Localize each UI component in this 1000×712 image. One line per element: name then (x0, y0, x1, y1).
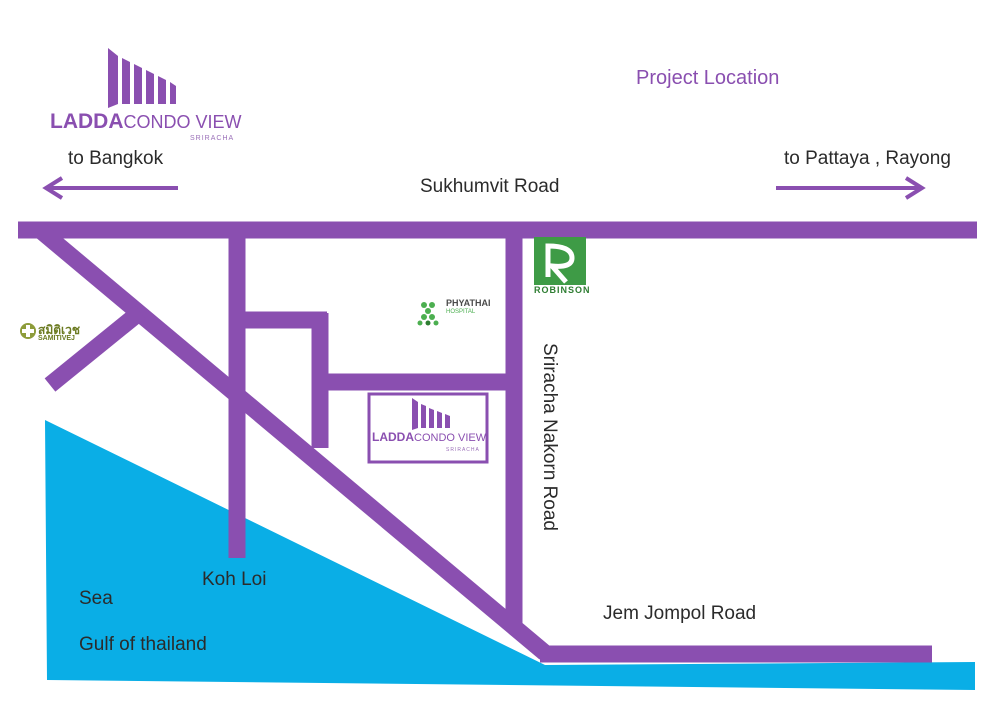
to-pattaya-label: to Pattaya , Rayong (784, 148, 951, 169)
samitivej-label: SAMITIVEJ (38, 335, 75, 342)
logo-city: SRIRACHA (190, 135, 235, 142)
phyathai-label: PHYATHAI (446, 298, 491, 308)
arrow-right-icon (776, 176, 926, 200)
samitivej-thai-label: สมิติเวช (38, 323, 81, 337)
to-bangkok-label: to Bangkok (68, 148, 164, 169)
phyathai-hospital-icon (417, 302, 439, 326)
condo-marker-logo: LADDACONDO VIEW (372, 430, 486, 444)
page-title: Project Location (636, 67, 780, 89)
ladda-logo-building-icon (108, 48, 176, 108)
samitivej-hospital-icon (20, 323, 36, 339)
logo-brand: LADDA (50, 110, 124, 133)
sukhumvit-road-label: Sukhumvit Road (420, 176, 560, 197)
koh-loi-label: Koh Loi (202, 569, 267, 590)
sea-label: Sea (79, 588, 113, 609)
condo-marker-frame (367, 392, 489, 464)
robinson-r-icon (545, 243, 575, 284)
samitivej-branch-road (44, 305, 146, 392)
phyathai-sub-label: HOSPITAL (446, 309, 476, 315)
diagonal-road (34, 223, 551, 660)
sea-area (45, 420, 975, 690)
ladda-logo: LADDACONDO VIEW (50, 110, 242, 134)
arrow-left-icon (42, 176, 178, 200)
logo-product: CONDO VIEW (123, 112, 242, 132)
robinson-label: ROBINSON (534, 285, 591, 295)
condo-marker-building-icon (412, 398, 450, 430)
sriracha-nakorn-road-label: Sriracha Nakorn Road (539, 343, 560, 531)
condo-marker-product: CONDO VIEW (414, 432, 487, 444)
gulf-label: Gulf of thailand (79, 634, 207, 655)
condo-marker-brand: LADDA (372, 430, 414, 444)
jem-jompol-road-label: Jem Jompol Road (603, 603, 757, 624)
condo-marker-city: SRIRACHA (446, 447, 480, 453)
